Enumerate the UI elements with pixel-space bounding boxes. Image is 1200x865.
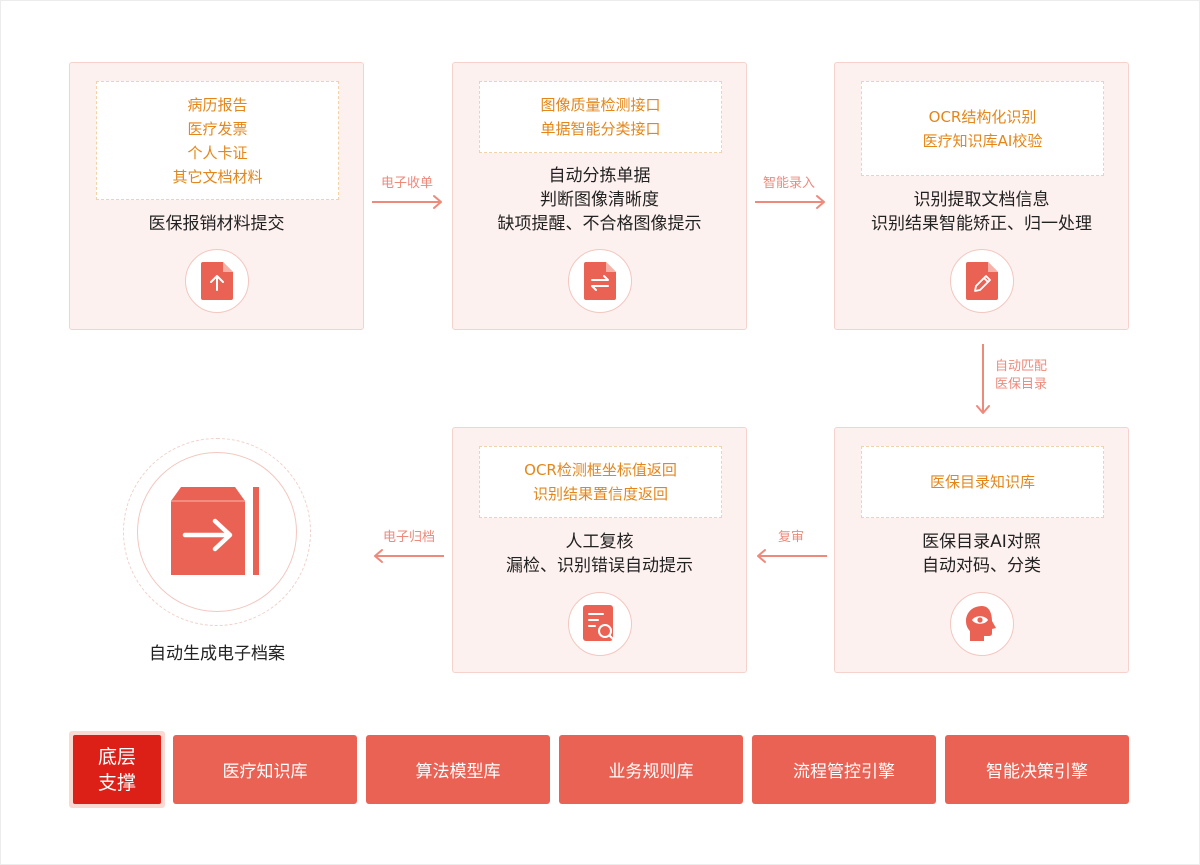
base-item-process-engine: 流程管控引擎 xyxy=(752,735,936,804)
arrow-label-line: 自动匹配 xyxy=(994,359,1047,374)
submit-tag: 病历报告 xyxy=(187,95,248,114)
step-card-match: 医保目录知识库 医保目录AI对照 自动对码、分类 xyxy=(834,427,1129,673)
base-label-wrap: 底层 支撑 xyxy=(69,731,165,808)
step-card-classify: 图像质量检测接口 单据智能分类接口 自动分拣单据 判断图像清晰度 缺项提醒、不合… xyxy=(452,62,747,330)
arrow-label-line: 电子归档 xyxy=(382,530,435,545)
review-tag: 识别结果置信度返回 xyxy=(532,485,668,503)
step-card-ocr: OCR结构化识别 医疗知识库AI校验 识别提取文档信息 识别结果智能矫正、归一处… xyxy=(834,62,1129,330)
base-item-algorithm-lib: 算法模型库 xyxy=(366,735,550,804)
ocr-desc-line: 识别提取文档信息 xyxy=(913,190,1050,210)
ocr-desc-line: 识别结果智能矫正、归一处理 xyxy=(871,214,1092,234)
classify-desc-line: 自动分拣单据 xyxy=(548,166,651,186)
match-desc-line: 医保目录AI对照 xyxy=(922,532,1041,552)
classify-desc-line: 缺项提醒、不合格图像提示 xyxy=(497,214,702,234)
document-search-icon xyxy=(583,605,616,642)
base-label-line: 支撑 xyxy=(97,771,136,794)
match-icon-circle xyxy=(950,592,1014,656)
base-label-line: 底层 xyxy=(97,745,136,768)
ocr-tag-box: OCR结构化识别 医疗知识库AI校验 xyxy=(861,81,1104,176)
arrow-label-line: 复审 xyxy=(777,530,804,545)
base-item-decision-engine: 智能决策引擎 xyxy=(945,735,1129,804)
arrow-label-line: 医保目录 xyxy=(994,377,1047,392)
arrow-label-5: 电子归档 xyxy=(372,529,446,547)
review-desc-line: 漏检、识别错误自动提示 xyxy=(506,556,693,576)
step-card-review: OCR检测框坐标值返回 识别结果置信度返回 人工复核 漏检、识别错误自动提示 xyxy=(452,427,747,673)
review-tag: OCR检测框坐标值返回 xyxy=(524,461,677,479)
review-tag-box: OCR检测框坐标值返回 识别结果置信度返回 xyxy=(479,446,722,518)
classify-tag: 单据智能分类接口 xyxy=(540,120,661,138)
brain-eye-icon xyxy=(966,606,996,641)
arrow-right-2 xyxy=(755,195,825,209)
submit-tag: 其它文档材料 xyxy=(172,167,263,186)
base-item-medical-kb: 医疗知识库 xyxy=(173,735,357,804)
submit-tag: 个人卡证 xyxy=(187,143,248,162)
classify-desc-line: 判断图像清晰度 xyxy=(540,190,659,210)
match-desc: 医保目录AI对照 自动对码、分类 xyxy=(835,530,1128,578)
arrow-left-5 xyxy=(374,549,444,563)
file-edit-icon xyxy=(966,262,998,300)
review-desc-line: 人工复核 xyxy=(565,532,634,552)
archive-label: 自动生成电子档案 xyxy=(149,644,285,664)
file-transfer-icon xyxy=(584,262,616,300)
classify-icon-circle xyxy=(568,249,632,313)
submit-desc: 医保报销材料提交 xyxy=(70,212,363,236)
arrow-right-1 xyxy=(372,195,442,209)
archive-icon-circle xyxy=(137,452,297,612)
step-card-submit: 病历报告 医疗发票 个人卡证 其它文档材料 医保报销材料提交 xyxy=(69,62,364,330)
classify-tag: 图像质量检测接口 xyxy=(540,96,661,114)
arrow-label-1: 电子收单 xyxy=(370,175,444,193)
ocr-tag: OCR结构化识别 xyxy=(928,107,1037,126)
submit-desc-line: 医保报销材料提交 xyxy=(148,214,285,234)
arrow-label-3: 自动匹配 医保目录 xyxy=(990,358,1052,394)
review-desc: 人工复核 漏检、识别错误自动提示 xyxy=(453,530,746,578)
submit-tag: 医疗发票 xyxy=(187,119,248,138)
archive-outer-ring xyxy=(123,438,311,626)
arrow-label-2: 智能录入 xyxy=(752,175,826,193)
arrow-label-4: 复审 xyxy=(754,529,828,547)
arrow-label-line: 电子收单 xyxy=(380,176,433,191)
match-desc-line: 自动对码、分类 xyxy=(922,556,1041,576)
submit-icon-circle xyxy=(185,249,249,313)
arrow-left-4 xyxy=(757,549,827,563)
ocr-tag: 医疗知识库AI校验 xyxy=(922,131,1043,150)
base-label: 底层 支撑 xyxy=(73,735,161,804)
arrow-down-3 xyxy=(976,344,990,414)
arrow-label-line: 智能录入 xyxy=(762,176,815,191)
ocr-icon-circle xyxy=(950,249,1014,313)
review-icon-circle xyxy=(568,592,632,656)
ocr-desc: 识别提取文档信息 识别结果智能矫正、归一处理 xyxy=(835,188,1128,236)
base-item-rule-lib: 业务规则库 xyxy=(559,735,743,804)
submit-tag-box: 病历报告 医疗发票 个人卡证 其它文档材料 xyxy=(96,81,339,200)
classify-tag-box: 图像质量检测接口 单据智能分类接口 xyxy=(479,81,722,153)
classify-desc: 自动分拣单据 判断图像清晰度 缺项提醒、不合格图像提示 xyxy=(453,164,746,236)
match-tag-box: 医保目录知识库 xyxy=(861,446,1104,518)
file-upload-icon xyxy=(201,262,233,300)
archive-export-icon xyxy=(171,487,259,575)
match-tag: 医保目录知识库 xyxy=(929,473,1035,491)
